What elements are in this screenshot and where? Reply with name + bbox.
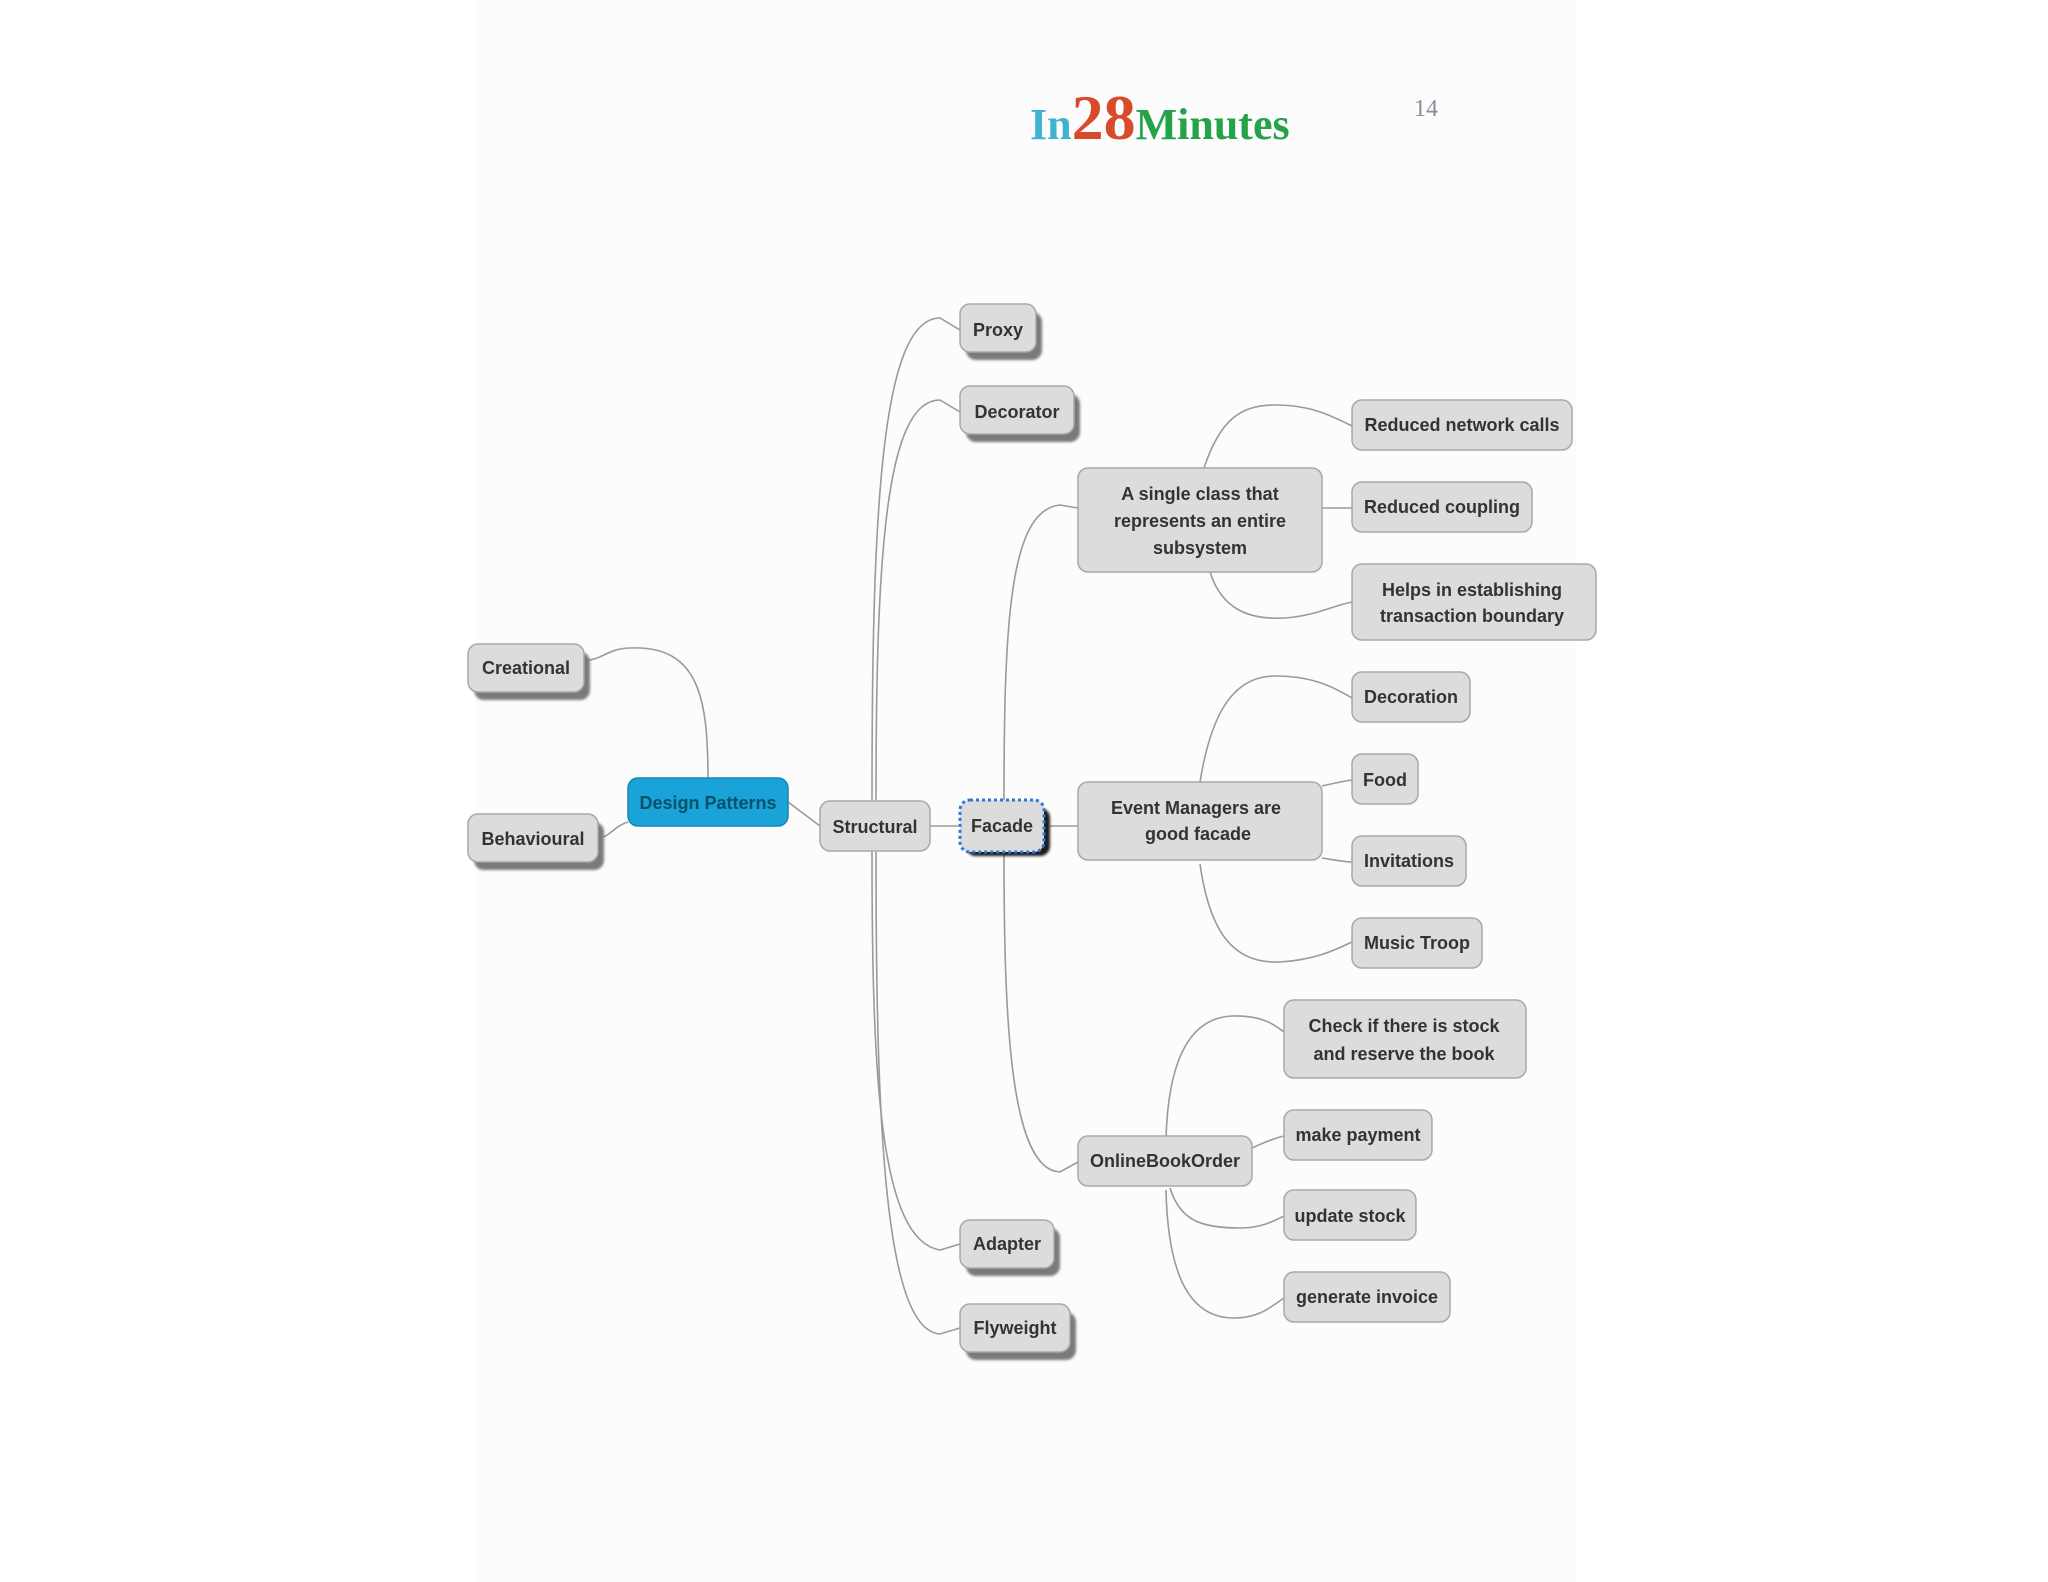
connector-make-payment: [1251, 1135, 1285, 1149]
node-single-class-line3: subsystem: [1153, 538, 1247, 558]
connector-food: [1321, 779, 1353, 787]
connector-check-stock: [1165, 1015, 1285, 1141]
connector-decorator: [875, 399, 961, 801]
connector-single-class: [1003, 504, 1079, 801]
node-online-book-order-label: OnlineBookOrder: [1090, 1151, 1240, 1171]
node-reduced-network-calls[interactable]: Reduced network calls: [1351, 399, 1573, 451]
connector-proxy: [871, 317, 961, 801]
node-single-class-line1: A single class that: [1121, 484, 1278, 504]
node-music-troop-label: Music Troop: [1364, 933, 1470, 953]
node-creational-label: Creational: [482, 658, 570, 678]
node-design-patterns[interactable]: Design Patterns: [627, 777, 789, 827]
node-adapter-label: Adapter: [973, 1234, 1041, 1254]
node-creational[interactable]: Creational: [467, 643, 590, 700]
node-facade[interactable]: Facade: [958, 798, 1050, 856]
node-food-label: Food: [1363, 770, 1407, 790]
node-event-managers-line2: good facade: [1145, 824, 1251, 844]
logo-minutes: Minutes: [1135, 100, 1290, 149]
node-make-payment[interactable]: make payment: [1283, 1109, 1433, 1161]
node-event-managers[interactable]: Event Managers are good facade: [1077, 781, 1323, 861]
node-update-stock[interactable]: update stock: [1283, 1189, 1417, 1241]
node-transaction-boundary[interactable]: Helps in establishing transaction bounda…: [1351, 563, 1597, 641]
connector-online-book-order: [1003, 851, 1079, 1173]
node-decorator[interactable]: Decorator: [959, 385, 1080, 442]
in28minutes-logo: In28Minutes: [1030, 86, 1290, 157]
node-event-managers-line1: Event Managers are: [1111, 798, 1281, 818]
node-behavioural[interactable]: Behavioural: [467, 813, 604, 870]
connector-transaction: [1209, 571, 1353, 620]
node-reduced-coupling[interactable]: Reduced coupling: [1351, 481, 1533, 533]
node-design-patterns-label: Design Patterns: [639, 793, 776, 813]
node-decoration-label: Decoration: [1364, 687, 1458, 707]
node-food[interactable]: Food: [1351, 753, 1419, 805]
connector-behavioural: [599, 821, 629, 839]
node-facade-label: Facade: [971, 816, 1033, 836]
node-flyweight-label: Flyweight: [973, 1318, 1056, 1338]
node-invitations[interactable]: Invitations: [1351, 835, 1467, 887]
connector-flyweight: [875, 851, 961, 1335]
connector-music-troop: [1199, 863, 1353, 963]
node-decorator-label: Decorator: [974, 402, 1059, 422]
node-generate-invoice-label: generate invoice: [1296, 1287, 1438, 1307]
node-proxy[interactable]: Proxy: [959, 303, 1042, 360]
connector-reduced-network: [1203, 404, 1353, 469]
node-adapter[interactable]: Adapter: [959, 1219, 1060, 1276]
logo-28: 28: [1071, 82, 1136, 153]
connector-update-stock: [1169, 1187, 1285, 1229]
node-check-stock-line1: Check if there is stock: [1308, 1016, 1500, 1036]
connector-generate-invoice: [1165, 1189, 1285, 1319]
node-check-stock[interactable]: Check if there is stock and reserve the …: [1283, 999, 1527, 1079]
node-reduced-network-calls-label: Reduced network calls: [1364, 415, 1559, 435]
node-decoration[interactable]: Decoration: [1351, 671, 1471, 723]
logo-in: In: [1030, 100, 1072, 149]
connector-invitations: [1321, 857, 1353, 863]
connectors: [587, 317, 1353, 1335]
node-single-class-line2: represents an entire: [1114, 511, 1286, 531]
node-structural-label: Structural: [832, 817, 917, 837]
node-update-stock-label: update stock: [1294, 1206, 1406, 1226]
node-transaction-line1: Helps in establishing: [1382, 580, 1562, 600]
node-proxy-label: Proxy: [973, 320, 1023, 340]
node-flyweight[interactable]: Flyweight: [959, 1303, 1076, 1360]
node-single-class[interactable]: A single class that represents an entire…: [1077, 467, 1323, 573]
node-generate-invoice[interactable]: generate invoice: [1283, 1271, 1451, 1323]
connector-adapter: [871, 851, 961, 1251]
node-check-stock-line2: and reserve the book: [1313, 1044, 1495, 1064]
node-reduced-coupling-label: Reduced coupling: [1364, 497, 1520, 517]
connector-structural: [787, 801, 821, 827]
node-structural[interactable]: Structural: [819, 800, 931, 852]
node-online-book-order[interactable]: OnlineBookOrder: [1077, 1135, 1253, 1187]
node-transaction-line2: transaction boundary: [1380, 606, 1564, 626]
node-invitations-label: Invitations: [1364, 851, 1454, 871]
node-music-troop[interactable]: Music Troop: [1351, 917, 1483, 969]
node-make-payment-label: make payment: [1295, 1125, 1420, 1145]
node-behavioural-label: Behavioural: [481, 829, 584, 849]
page-number: 14: [1414, 96, 1438, 122]
connector-creational: [587, 647, 709, 781]
connector-decoration: [1199, 675, 1353, 783]
